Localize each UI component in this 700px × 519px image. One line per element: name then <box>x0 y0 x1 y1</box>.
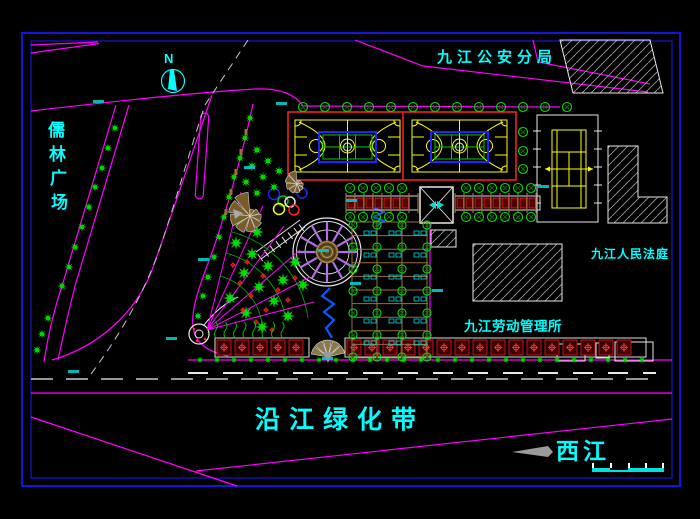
diagonal-road-west-edge <box>51 94 213 361</box>
text-labels: 九江公安分局 儒 林 广 场 九江人民法庭 九江劳动管理所 沿江绿化带 西江 N <box>48 48 669 464</box>
building-hatched-northeast <box>559 39 664 94</box>
pergola-walkway-south <box>214 337 647 358</box>
label-police-station: 九江公安分局 <box>436 48 557 66</box>
north-arrow-circle-icon <box>160 68 186 94</box>
plaza-top-road-edge <box>30 88 304 112</box>
label-rulin-char-4: 场 <box>51 193 68 212</box>
building-hatched-small <box>430 229 457 248</box>
pavilion <box>419 186 454 224</box>
pergola-walkway-north <box>345 193 541 213</box>
tiny-annotation-marks <box>68 100 549 373</box>
cascade-fan <box>310 339 345 363</box>
label-peoples-court: 九江人民法庭 <box>590 246 669 261</box>
road-centerlines <box>31 39 658 380</box>
sheet-border <box>21 32 681 487</box>
building-hatched-labor-bureau <box>472 243 563 302</box>
label-labor-bureau: 九江劳动管理所 <box>463 318 562 334</box>
tree-rows-pergola <box>344 182 537 223</box>
tennis-fence-ticks <box>533 130 602 204</box>
tree-row-north <box>297 101 573 175</box>
river-bank-line <box>195 418 673 472</box>
north-arrow <box>160 68 186 94</box>
basketball-court-markings <box>294 119 508 173</box>
plaza-radial-spokes <box>296 221 358 283</box>
tennis-court-area <box>533 114 602 223</box>
label-rulin-char-1: 儒 <box>48 120 65 140</box>
fan-garden <box>206 191 315 339</box>
water-stream <box>320 207 387 339</box>
building-hatched-east-lshape <box>607 145 668 224</box>
label-rulin-char-3: 广 <box>50 168 67 188</box>
corner-sculpture <box>188 296 239 345</box>
label-west-river: 西江 <box>556 438 610 464</box>
pavilion-bowtie-icon <box>429 201 436 209</box>
label-rulin-char-2: 林 <box>49 144 66 164</box>
scale-bar <box>592 463 664 472</box>
basketball-courts-area <box>287 111 517 181</box>
buildings-layer <box>430 39 668 362</box>
spiral-structures <box>228 170 304 233</box>
road-median-island <box>194 112 210 200</box>
river-flow-arrow-icon <box>512 446 553 457</box>
north-arrow-needle-icon <box>168 70 177 91</box>
trellis-grid <box>348 220 432 362</box>
label-riverside-greenbelt: 沿江绿化带 <box>255 405 425 434</box>
small-structure-3 <box>614 341 654 362</box>
street-trees-west <box>32 113 255 355</box>
street-trees-south <box>196 356 646 364</box>
tennis-court-lines <box>545 129 593 209</box>
north-n-label: N <box>164 51 173 66</box>
